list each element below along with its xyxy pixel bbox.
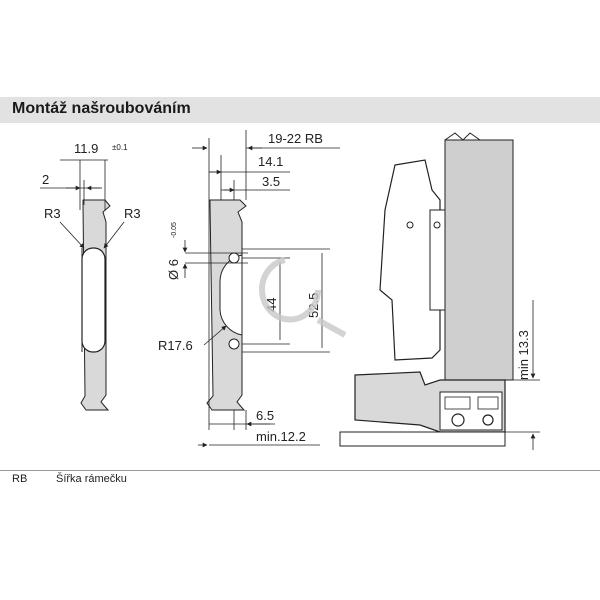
screw-hole-top <box>228 252 240 264</box>
mounting-slot <box>81 247 106 353</box>
dim-14-1: 14.1 <box>258 154 283 169</box>
door-glass <box>339 431 506 447</box>
cabinet-side-panel <box>444 139 514 381</box>
label-r3-left: R3 <box>44 206 61 221</box>
label-r3-right: R3 <box>124 206 141 221</box>
legend-divider <box>0 470 600 471</box>
legend-text: Šířka rámečku <box>56 473 127 485</box>
drilling-view <box>182 130 340 448</box>
dim-2: 2 <box>42 172 49 187</box>
watermark-logo <box>259 257 347 338</box>
legend-key: RB <box>12 473 28 485</box>
label-r17-6: R17.6 <box>158 338 193 353</box>
hinge-section-view <box>339 132 540 450</box>
mounting-plate <box>429 209 446 311</box>
dim-6-5: 6.5 <box>256 408 274 423</box>
page-title: Montáž našroubováním <box>12 100 191 117</box>
profile-view-left <box>40 159 125 411</box>
dim-hole-tolerance: -0.05 <box>171 222 178 238</box>
dim-hole-diameter: Ø 6 <box>166 259 181 280</box>
screw-hole-bottom <box>228 338 240 350</box>
dim-3-5: 3.5 <box>262 174 280 189</box>
hinge-arm <box>379 159 441 361</box>
dim-min-12-2: min.12.2 <box>256 429 306 444</box>
title-bar <box>0 97 600 123</box>
dim-min-13-3: min 13.3 <box>516 330 531 380</box>
dim-19-22-rb: 19-22 RB <box>268 131 323 146</box>
dim-11-9: 11.9 <box>74 141 98 156</box>
dim-11-9-tolerance: ±0.1 <box>112 143 128 152</box>
